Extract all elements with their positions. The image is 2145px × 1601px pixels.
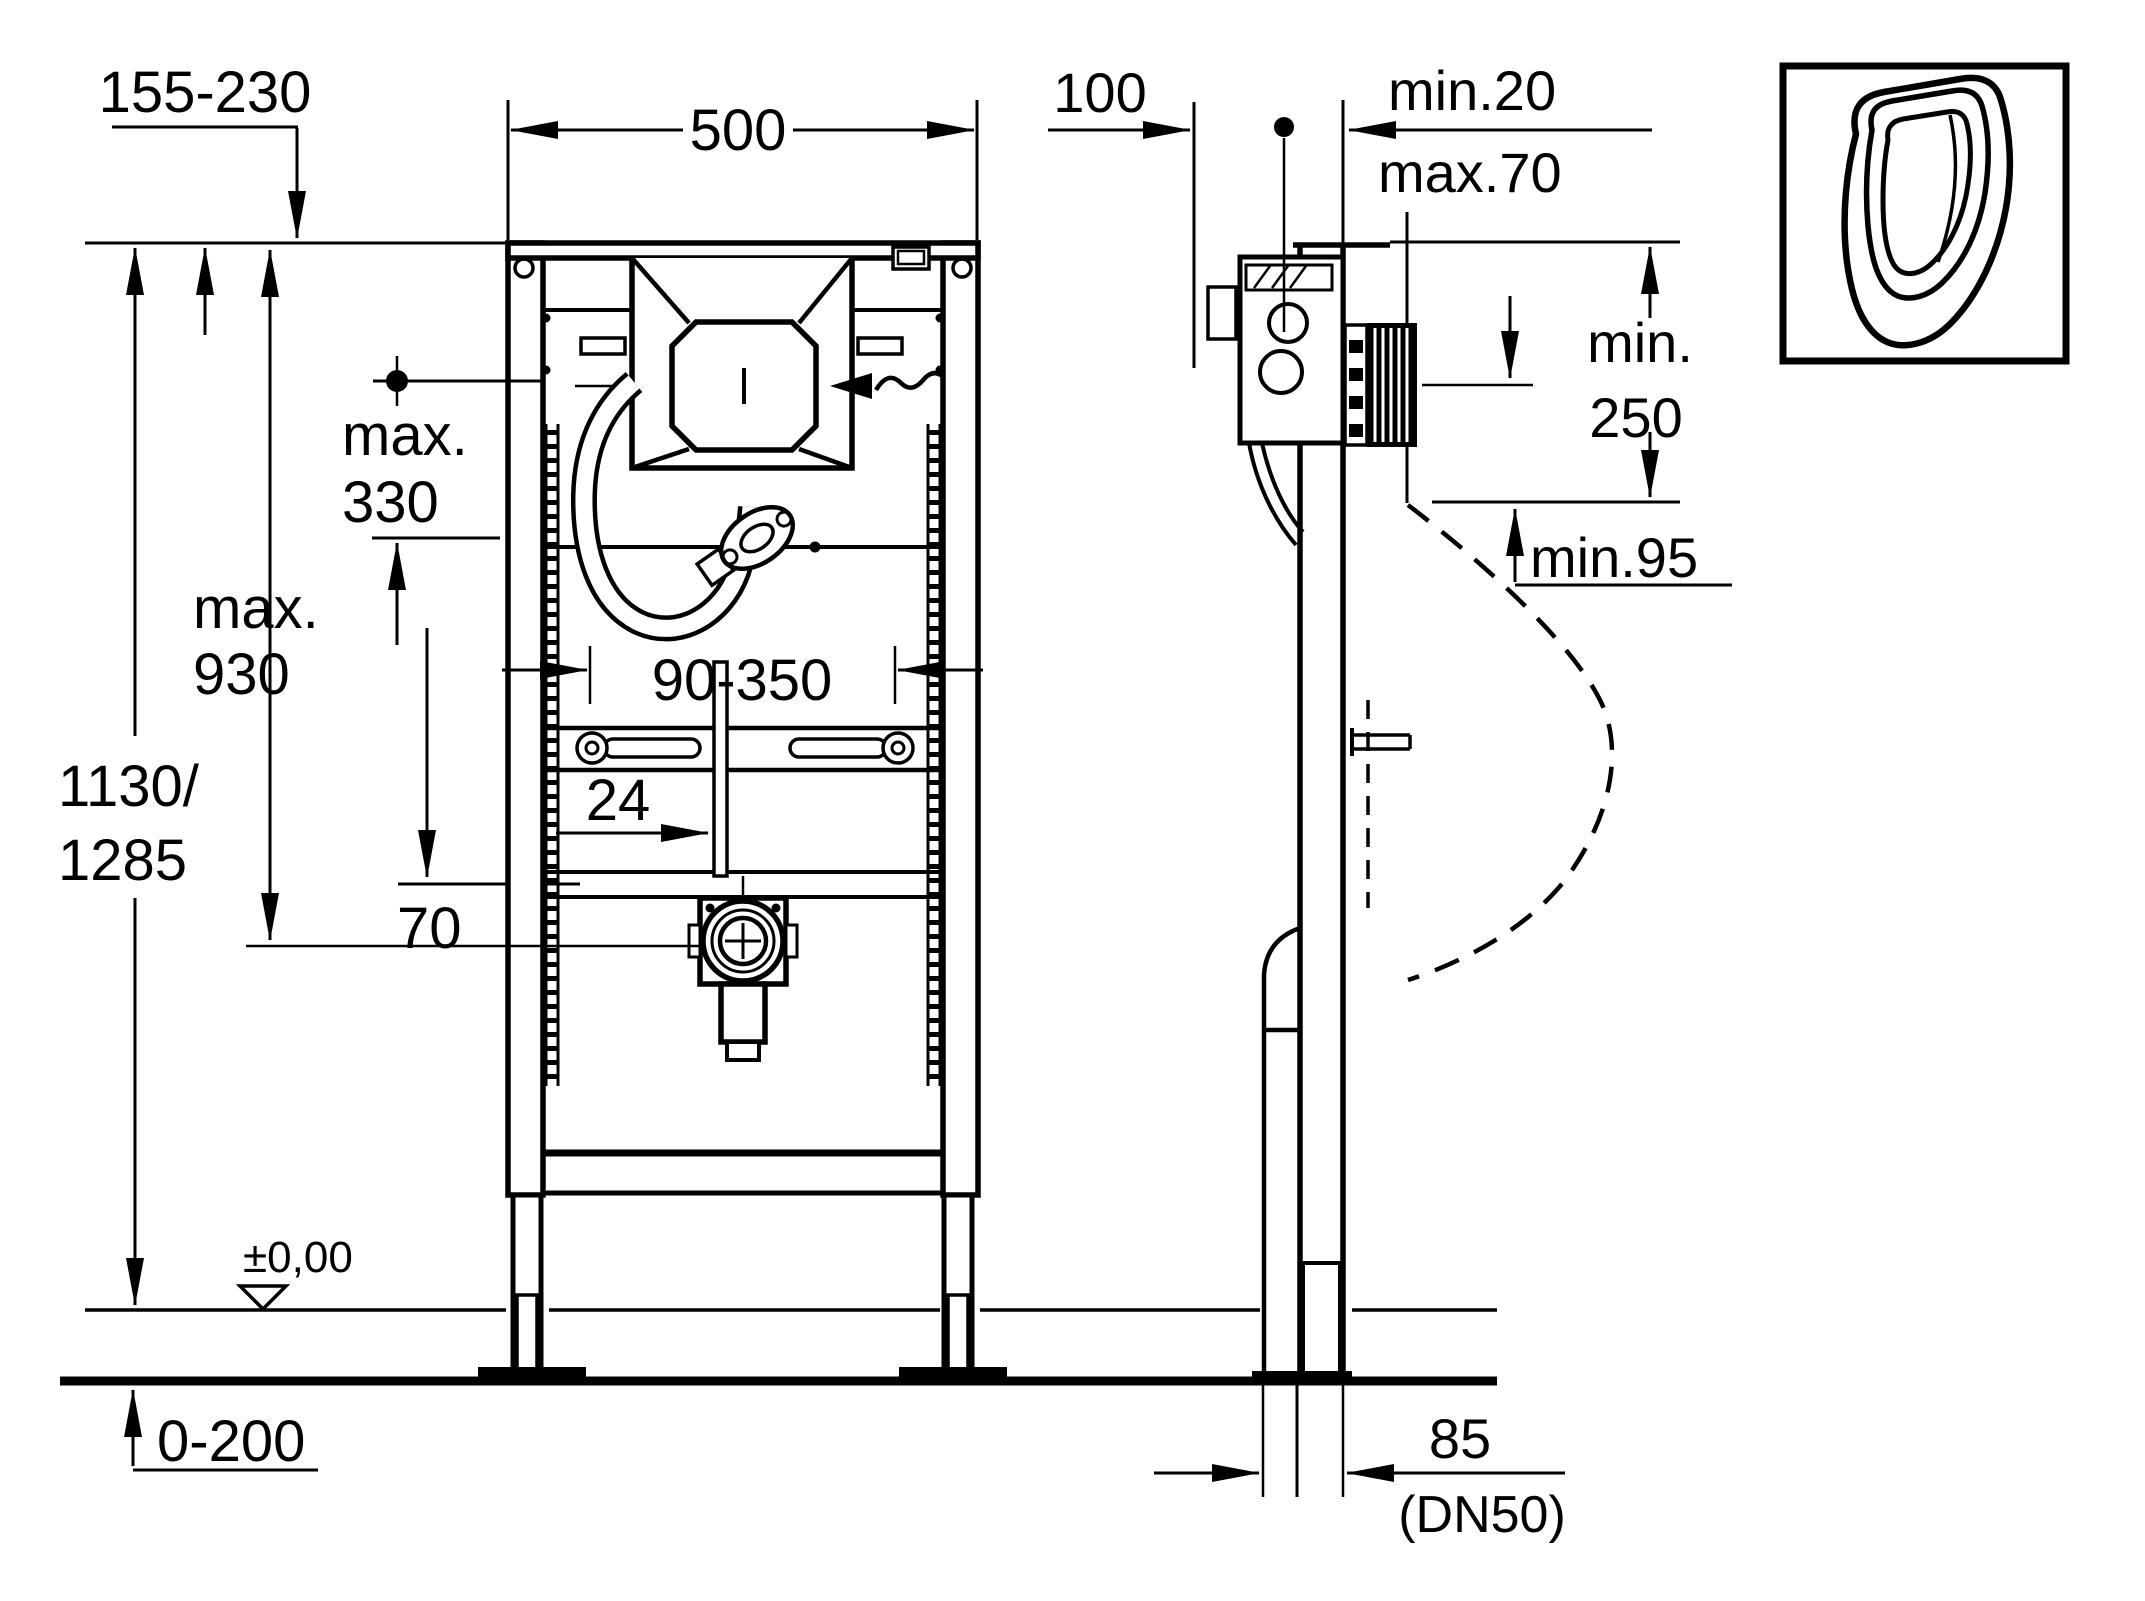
water-supply-hose [570, 371, 821, 642]
flush-connection-box [575, 256, 944, 471]
dim-drain-height: max. 930 [193, 249, 703, 948]
urinal-profile-dashed [1406, 503, 1615, 983]
dim-inlet-label-1: max. [342, 403, 468, 468]
dim-inlet-height: max. 330 [342, 356, 545, 645]
dim-plate-offset-label: 70 [397, 896, 462, 961]
dim-drain-offset-label: 85 [1429, 1407, 1491, 1470]
dim-inlet-label-2: 330 [342, 470, 439, 535]
side-view-frame [1206, 212, 1615, 1383]
dim-rim-clearance-label: min.95 [1530, 526, 1698, 589]
dim-outlet-label-2: 250 [1589, 386, 1682, 449]
dim-top-offset-label: 155-230 [99, 60, 312, 125]
floor-level-label: ±0,00 [243, 1233, 353, 1282]
screw-icon [513, 257, 535, 279]
hose-fitting [694, 504, 796, 588]
mounting-bracket-band [543, 660, 943, 878]
dim-drain-height-label-2: 930 [193, 642, 290, 707]
dim-top-offset: 155-230 [99, 60, 312, 239]
dim-bracket-range: 90-350 [502, 646, 983, 713]
screw-icon [951, 257, 973, 279]
dim-plate-offset: 70 [397, 628, 580, 961]
dim-floor-range: 0-200 [124, 1389, 318, 1474]
side-reference-dot [1274, 117, 1294, 137]
frame-feet [478, 1192, 1007, 1381]
floor-level-triangle-icon [235, 1284, 291, 1312]
dim-rim-clearance: min.95 [1506, 508, 1732, 589]
urinal-icon [1841, 74, 2014, 349]
flush-pipe-sleeve [1343, 323, 1417, 447]
dim-floor-level: ±0,00 [235, 1233, 353, 1312]
dim-floor-range-label: 0-200 [157, 1409, 305, 1474]
flush-unit-housing [1206, 254, 1346, 547]
dim-depth: 100 [1048, 61, 1196, 368]
dim-bracket-range-label: 90-350 [652, 648, 833, 713]
dim-overall-height: 1130/ 1285 [58, 247, 214, 1306]
fixing-stud [1350, 728, 1412, 756]
dim-wall-cover: min.20 max.70 [1341, 59, 1652, 243]
dim-stud-offset: 24 [556, 768, 709, 842]
dim-drain-height-label-1: max. [193, 576, 319, 641]
dim-overall-height-label-2: 1285 [58, 828, 187, 893]
water-inlet-arrow-icon [830, 370, 944, 399]
dim-depth-label: 100 [1053, 61, 1146, 124]
dim-drain-offset: 85 (DN50) [1154, 1385, 1566, 1544]
front-view-frame [478, 240, 1007, 1381]
adjustment-rack [544, 424, 942, 1086]
dim-width: 500 [506, 98, 979, 240]
dim-cover-min-label: min.20 [1388, 59, 1556, 122]
drain-assembly [687, 876, 799, 1062]
mounting-stud [712, 660, 729, 878]
dim-outlet-label-1: min. [1587, 311, 1693, 374]
urinal-legend [1779, 62, 2070, 365]
dim-outlet-height: min. 250 [1390, 240, 1693, 504]
dim-overall-height-label-1: 1130/ [58, 754, 200, 819]
dim-drain-size-label: (DN50) [1398, 1486, 1566, 1544]
dimensions: 155-230 500 1130/ 1285 max. 930 [58, 59, 1732, 1544]
dim-cover-max-label: max.70 [1378, 141, 1562, 204]
dim-stud-offset-label: 24 [586, 768, 651, 833]
dim-width-label: 500 [690, 98, 787, 163]
